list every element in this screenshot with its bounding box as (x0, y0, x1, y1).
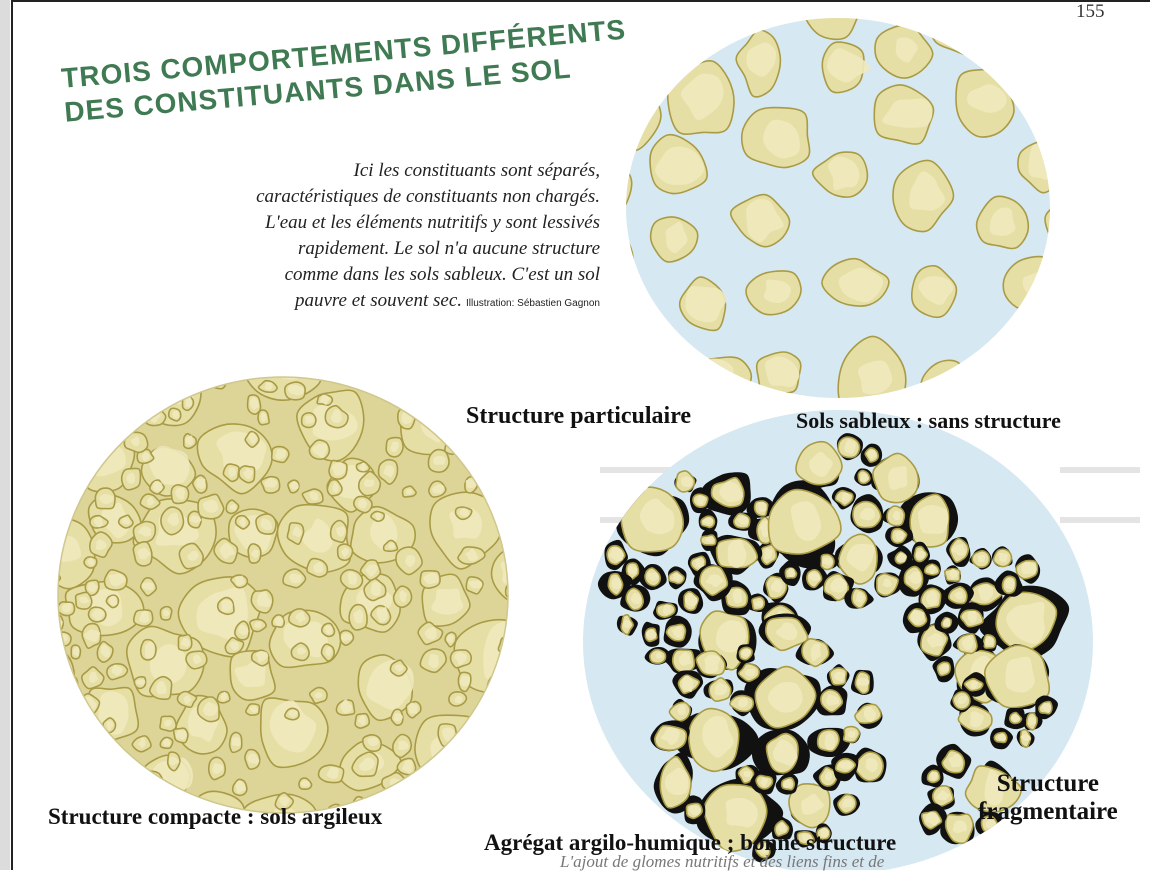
soil-grain (134, 677, 145, 689)
soil-grain (338, 544, 353, 560)
soil-grain (420, 571, 440, 588)
soil-grain (178, 635, 191, 651)
soil-grain (89, 607, 106, 622)
soil-grain (356, 462, 369, 472)
soil-grain (288, 480, 299, 493)
soil-grain (261, 477, 280, 493)
soil-grain (455, 507, 471, 519)
caption-text: Ici les constituants sont séparés, carac… (256, 160, 600, 311)
soil-grain (317, 395, 332, 406)
soil-grain (285, 382, 305, 400)
soil-grain (329, 460, 347, 479)
soil-grain (307, 559, 327, 577)
soil-grain (429, 481, 446, 497)
soil-grain (160, 716, 176, 731)
soil-grain (245, 750, 260, 770)
soil-grain (742, 108, 810, 168)
label-sols-sableux: Sols sableux : sans structure (796, 410, 1061, 432)
soil-grain (58, 602, 74, 616)
soil-grain (391, 709, 403, 725)
soil-grain (349, 605, 367, 630)
soil-grain (71, 645, 80, 659)
soil-grain (319, 765, 344, 782)
soil-grain (168, 752, 180, 771)
soil-grain (66, 582, 144, 636)
soil-grain (174, 728, 188, 743)
soil-grain (133, 542, 152, 566)
soil-grain (302, 413, 316, 428)
soil-grain (134, 610, 153, 626)
soil-grain (428, 450, 449, 473)
soil-grain (458, 672, 470, 691)
soil-grain (449, 692, 466, 706)
soil-grain (258, 410, 269, 425)
soil-grain (256, 514, 276, 534)
soil-grain (217, 692, 230, 703)
soil-grain (198, 697, 219, 722)
soil-grain (285, 708, 299, 719)
soil-grain (95, 488, 115, 509)
soil-grain (701, 529, 718, 551)
page-number: 155 (1076, 2, 1105, 21)
soil-grain (363, 735, 381, 751)
soil-grain (84, 557, 97, 568)
soil-grain (272, 615, 284, 627)
soil-grain (160, 607, 171, 620)
soil-grain (186, 651, 207, 669)
soil-grain (289, 609, 310, 627)
soil-grain (248, 395, 261, 414)
label-structure-compacte: Structure compacte : sols argileux (48, 805, 382, 828)
soil-grain (171, 485, 188, 504)
soil-grain (230, 732, 242, 752)
soil-grain (122, 468, 141, 489)
soil-grain (466, 577, 483, 594)
label-structure-fragmentaire: Structure fragmentaire (978, 770, 1118, 825)
soil-grain (248, 544, 261, 563)
label-agregat-argilo-humique: Agrégat argilo-humique ; bonne structure (484, 831, 896, 854)
label-fragmentaire-line-1: Structure (978, 770, 1118, 798)
soil-grain (134, 521, 156, 543)
label-fragmentaire-line-2: fragmentaire (978, 798, 1118, 826)
soil-grain (141, 640, 156, 660)
bleed-through-text: L'ajout de glomes nutritifs et des liens… (560, 852, 884, 872)
soil-grain (386, 438, 403, 457)
soil-grain (331, 520, 347, 542)
soil-grain (82, 624, 100, 649)
soil-grain (340, 630, 353, 645)
soil-grain (322, 623, 335, 636)
soil-grain (371, 512, 384, 522)
soil-grain (355, 714, 369, 729)
illustration-credit: Illustration: Sébastien Gagnon (466, 298, 600, 309)
soil-grain (737, 644, 755, 663)
soil-grain (272, 447, 289, 463)
soil-grain (169, 408, 181, 421)
soil-grain (161, 507, 183, 535)
soil-grain (198, 494, 224, 518)
soil-grain (246, 704, 260, 715)
soil-grain (1004, 708, 1026, 729)
soil-grain (160, 737, 172, 748)
illustration-caption: Ici les constituants sont séparés, carac… (255, 158, 600, 317)
soil-grain (209, 757, 225, 779)
label-structure-particulaire: Structure particulaire (466, 404, 691, 428)
soil-grain (218, 598, 234, 615)
soil-grain (76, 592, 92, 609)
